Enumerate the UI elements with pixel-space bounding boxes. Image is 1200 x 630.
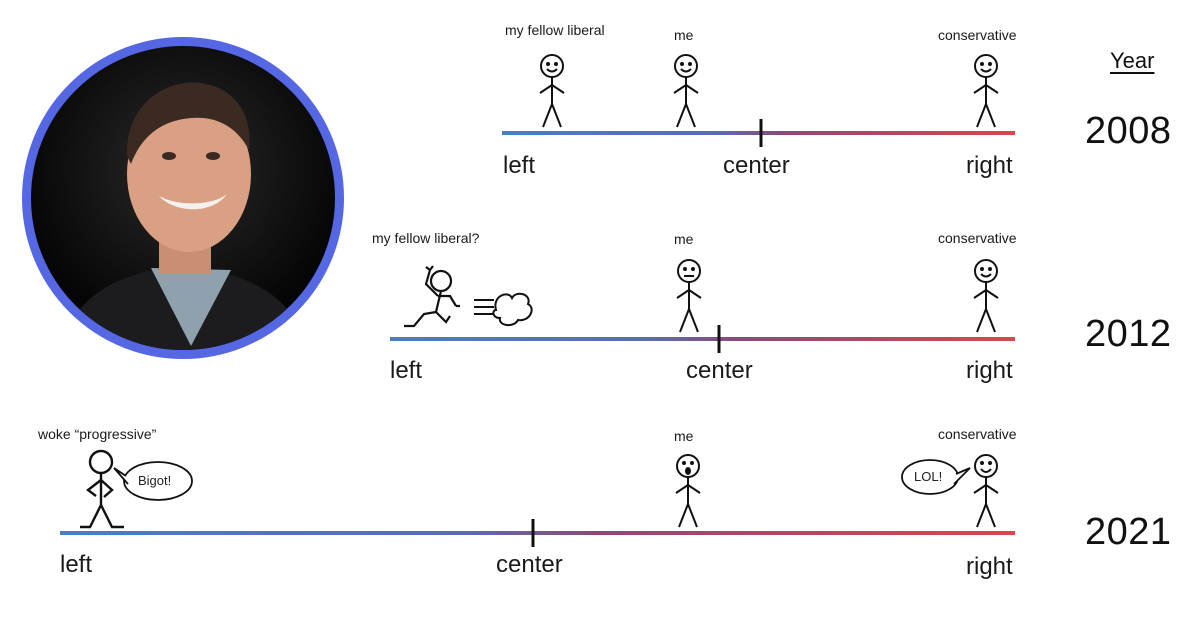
- year-2012: 2012: [1085, 313, 1172, 355]
- label-me-2008: me: [674, 27, 694, 43]
- row-2012-axis: [390, 325, 1015, 353]
- stick-figure-running-liberal-2012: [404, 265, 460, 328]
- portrait-photo: [22, 37, 344, 359]
- axis-right-2012: right: [966, 357, 1013, 384]
- label-conservative-2021: conservative: [938, 426, 1017, 442]
- bubble-text-lol: LOL!: [914, 469, 943, 484]
- axis-right-2021: right: [966, 553, 1013, 580]
- row-2008-axis: [502, 119, 1015, 147]
- axis-center-2012: center: [686, 357, 753, 384]
- axis-center-2021: center: [496, 551, 563, 578]
- stick-figure-woke-progressive-2021: [80, 449, 124, 529]
- label-me-2012: me: [674, 231, 694, 247]
- stick-figure-conservative-2008: [973, 54, 999, 128]
- bubble-text-bigot: Bigot!: [138, 473, 172, 488]
- label-woke-progressive-2021: woke “progressive”: [38, 426, 157, 442]
- speech-bubble-bigot: [113, 461, 193, 501]
- axis-left-2012: left: [390, 357, 423, 384]
- axis-center-2008: center: [723, 152, 790, 179]
- label-my-fellow-liberal-2012: my fellow liberal?: [372, 230, 480, 246]
- year-2021: 2021: [1085, 511, 1172, 553]
- axis-left-2008: left: [503, 152, 536, 179]
- stick-figure-conservative-2021: [973, 454, 999, 528]
- speech-bubble-lol: [901, 459, 971, 495]
- label-me-2021: me: [674, 428, 694, 444]
- dust-cloud-icon: [474, 292, 533, 326]
- axis-left-2021: left: [60, 551, 93, 578]
- row-2021-axis: [60, 519, 1015, 547]
- year-2008: 2008: [1085, 110, 1172, 152]
- portrait-illustration: [61, 82, 311, 350]
- stick-figure-me-2012: [676, 259, 702, 333]
- label-conservative-2012: conservative: [938, 230, 1017, 246]
- stick-figure-me-2021: [675, 454, 701, 528]
- label-conservative-2008: conservative: [938, 27, 1017, 43]
- axis-right-2008: right: [966, 152, 1013, 179]
- stick-figure-conservative-2012: [973, 259, 999, 333]
- label-my-fellow-liberal-2008: my fellow liberal: [505, 22, 605, 38]
- year-header: Year: [1110, 48, 1155, 73]
- stick-figure-liberal-2008: [539, 54, 565, 128]
- stick-figure-me-2008: [673, 54, 699, 128]
